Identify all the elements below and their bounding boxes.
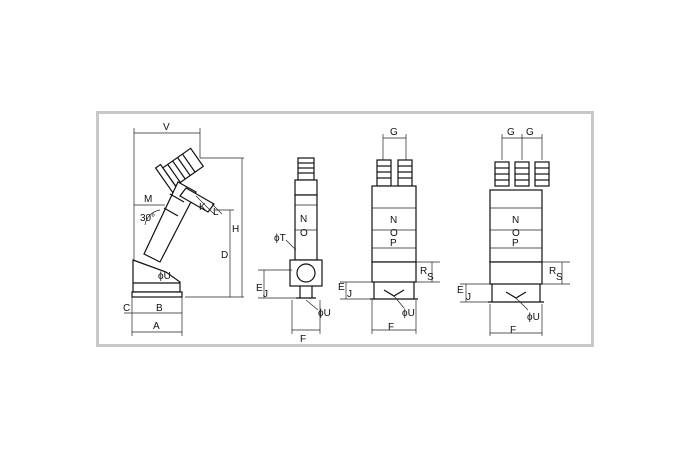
- label-U-1: ϕU: [318, 308, 331, 319]
- label-G2-3: G: [526, 127, 534, 138]
- front-view-double: G N O P R S E J: [338, 127, 440, 334]
- front-view-triple: G G N O P R S: [457, 127, 570, 336]
- label-C: C: [123, 303, 130, 314]
- label-D: D: [221, 250, 228, 261]
- label-F-1: F: [300, 334, 306, 345]
- label-angle: 30°: [140, 213, 155, 224]
- label-J-2: J: [347, 289, 352, 300]
- label-U-2: ϕU: [402, 308, 415, 319]
- label-U-side: ϕU: [158, 271, 171, 282]
- label-N-1: N: [300, 214, 307, 225]
- label-E-3: E: [457, 285, 464, 296]
- label-F-3: F: [510, 325, 516, 336]
- label-O-3: O: [512, 228, 520, 239]
- label-H: H: [232, 224, 239, 235]
- label-S-2: S: [427, 272, 434, 283]
- label-L: L: [213, 207, 219, 218]
- side-view: V K L M 30° ϕU: [123, 122, 244, 336]
- label-J-1: J: [263, 289, 268, 300]
- label-U-3: ϕU: [527, 312, 540, 323]
- label-O-1: O: [300, 228, 308, 239]
- label-S-3: S: [556, 272, 563, 283]
- label-K: K: [199, 202, 206, 213]
- label-P-3: P: [512, 238, 519, 249]
- label-G1-3: G: [507, 127, 515, 138]
- label-E-2: E: [338, 282, 345, 293]
- front-view-single: N O ϕT E J ϕU F: [256, 157, 331, 345]
- label-R-2: R: [420, 266, 427, 277]
- label-T-1: ϕT: [274, 233, 286, 244]
- label-G-2: G: [390, 127, 398, 138]
- label-E-1: E: [256, 283, 263, 294]
- label-M: M: [144, 194, 152, 205]
- label-N-2: N: [390, 215, 397, 226]
- label-N-3: N: [512, 215, 519, 226]
- label-R-3: R: [549, 266, 556, 277]
- label-O-2: O: [390, 228, 398, 239]
- label-A: A: [153, 321, 160, 332]
- label-J-3: J: [466, 292, 471, 303]
- label-B: B: [156, 303, 163, 314]
- label-V: V: [163, 122, 170, 133]
- label-F-2: F: [388, 322, 394, 333]
- label-P-2: P: [390, 238, 397, 249]
